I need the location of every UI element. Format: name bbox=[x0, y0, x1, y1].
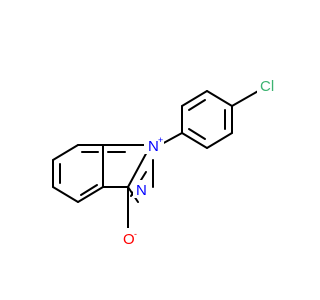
bond bbox=[181, 90, 208, 107]
atom-n-plus-symbol: N bbox=[148, 138, 159, 155]
atom-n: N bbox=[133, 180, 149, 199]
bond bbox=[77, 186, 104, 203]
bond bbox=[206, 132, 233, 149]
atom-cl-symbol: Cl bbox=[260, 78, 274, 95]
bond bbox=[52, 186, 79, 203]
atom-o-minus-charge: - bbox=[134, 229, 137, 239]
bond bbox=[127, 149, 149, 188]
atom-cl: Cl bbox=[257, 76, 283, 95]
molecule-structure: N + N O - Cl bbox=[52, 76, 283, 248]
bond bbox=[181, 132, 208, 149]
atom-n-symbol: N bbox=[136, 182, 147, 199]
double-bond-inner bbox=[80, 184, 98, 196]
double-bond-inner bbox=[188, 99, 206, 111]
atom-n-plus-charge: + bbox=[158, 135, 163, 145]
bond bbox=[231, 89, 261, 107]
double-bond-inner bbox=[188, 128, 206, 140]
atom-o-minus: O - bbox=[120, 228, 140, 248]
bond bbox=[52, 144, 79, 161]
benzene-ring-fused bbox=[52, 144, 104, 203]
atom-o-minus-symbol: O bbox=[123, 231, 135, 248]
atom-n-plus: N + bbox=[144, 135, 164, 155]
chlorophenyl-ring bbox=[181, 89, 261, 149]
bond bbox=[206, 90, 233, 107]
